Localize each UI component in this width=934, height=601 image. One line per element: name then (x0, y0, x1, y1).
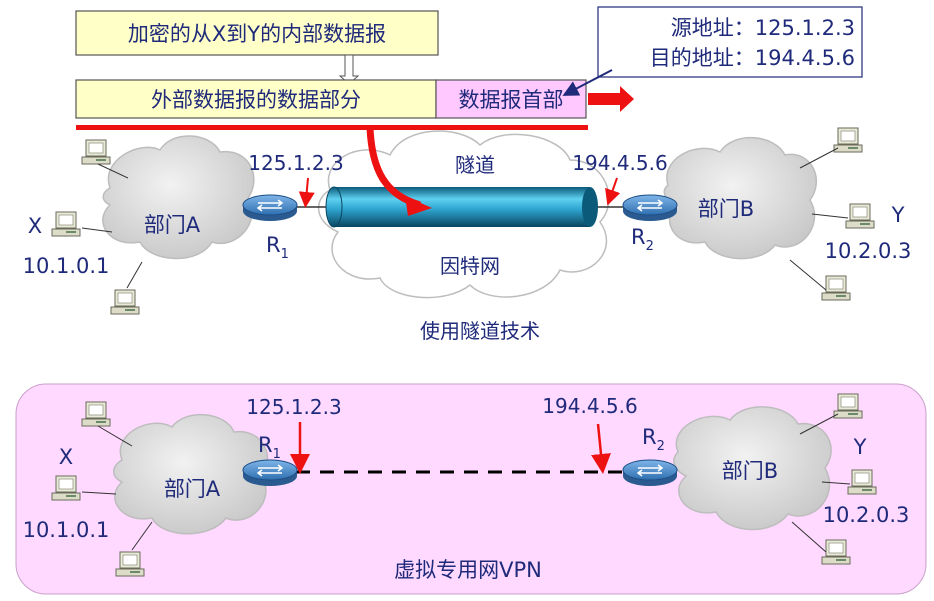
header-pointer (562, 69, 613, 96)
router-r1-label: R1 (266, 233, 289, 262)
host-y-label: Y (891, 203, 905, 227)
dept-a-cloud (102, 135, 255, 260)
vpn-dept-b-label: 部门B (722, 459, 778, 483)
vpn-r2-ip-label: 194.4.5.6 (542, 394, 637, 418)
vpn-r2-ip-pointer (591, 423, 611, 474)
pc-icon (821, 539, 851, 565)
host-x-ip: 10.1.0.1 (23, 254, 110, 278)
vpn-router-r1-label: R1 (258, 433, 281, 462)
inner-datagram-box: 加密的从X到Y的内部数据报 (75, 10, 439, 56)
vpn-host-y-ip: 10.2.0.3 (823, 503, 910, 527)
pc-icon (110, 289, 140, 315)
vpn-host-x-ip: 10.1.0.1 (23, 518, 110, 542)
dept-a-label: 部门A (144, 213, 201, 237)
tunnel-caption: 使用隧道技术 (420, 319, 540, 343)
tunnel-label: 隧道 (455, 153, 495, 177)
encapsulation-arrow-head (405, 196, 432, 216)
r2-ip-label: 194.4.5.6 (572, 151, 667, 175)
vpn-router-r2-icon (622, 459, 678, 487)
pc-icon (81, 139, 111, 165)
vpn-caption: 虚拟专用网VPN (394, 558, 542, 582)
outer-datagram-box: 外部数据报的数据部分 数据报首部 (75, 79, 587, 119)
pc-icon (821, 275, 851, 301)
outer-data-label: 外部数据报的数据部分 (151, 88, 361, 112)
pc-links-bottom (81, 413, 851, 553)
router-r2-icon (622, 194, 678, 222)
forward-arrow (588, 86, 634, 112)
vpn-router-r1-icon (242, 459, 298, 487)
r1-ip-label: 125.1.2.3 (248, 151, 343, 175)
dest-address: 目的地址：194.4.5.6 (650, 46, 855, 70)
pc-icon (81, 401, 111, 427)
pc-icon (51, 211, 81, 237)
vpn-dept-a-label: 部门A (164, 477, 221, 501)
dept-b-cloud (663, 137, 818, 260)
vpn-r1-ip-label: 125.1.2.3 (246, 395, 341, 419)
r2-ip-pointer (605, 177, 621, 206)
pc-icon (115, 551, 145, 577)
r1-ip-pointer (298, 177, 315, 208)
pc-icon (51, 475, 81, 501)
pc-icon (847, 469, 877, 495)
inner-datagram-label: 加密的从X到Y的内部数据报 (128, 22, 386, 46)
vpn-host-x-label: X (59, 445, 73, 469)
router-r1-icon (242, 194, 298, 222)
tunnel-tube (325, 186, 598, 228)
dept-b-label: 部门B (698, 197, 754, 221)
vpn-host-y-label: Y (853, 435, 867, 459)
outer-header-label: 数据报首部 (459, 88, 564, 112)
source-address: 源地址：125.1.2.3 (671, 16, 855, 40)
pc-links-top (81, 147, 849, 291)
vpn-router-r2-label: R2 (642, 425, 665, 454)
router-r2-label: R2 (631, 225, 654, 254)
host-y-ip: 10.2.0.3 (825, 239, 912, 263)
host-x-label: X (28, 214, 42, 238)
address-box: 源地址：125.1.2.3 目的地址：194.4.5.6 (597, 6, 863, 78)
vpn-dept-a-cloud (113, 414, 269, 535)
internet-label: 因特网 (440, 254, 500, 278)
pc-icon (845, 203, 875, 229)
datagram-underline (76, 125, 588, 130)
vpn-dept-b-cloud (673, 406, 832, 531)
